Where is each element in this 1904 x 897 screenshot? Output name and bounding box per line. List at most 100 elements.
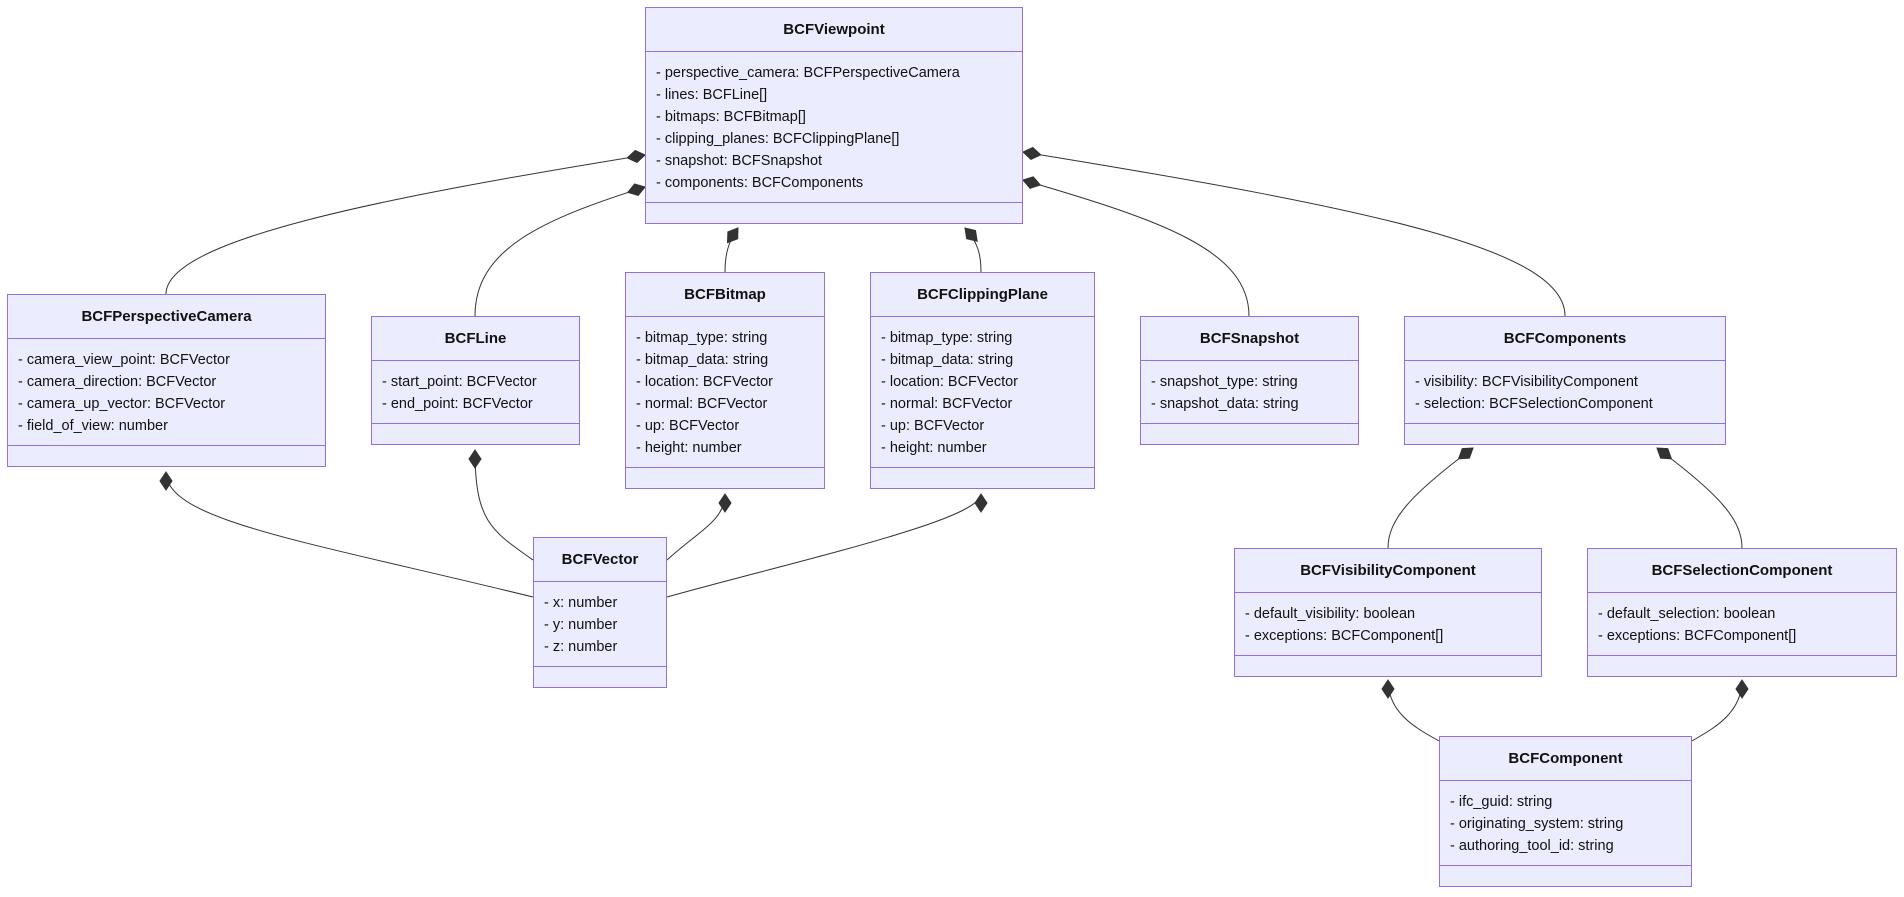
class-name: BCFVisibilityComponent <box>1235 549 1541 593</box>
relation-line <box>1387 447 1474 549</box>
composition-components-visibility-component <box>1387 447 1474 549</box>
relation-line <box>1387 679 1440 742</box>
attribute: - exceptions: BCFComponent[] <box>1598 628 1797 644</box>
attribute: - lines: BCFLine[] <box>656 87 768 103</box>
composition-clipping-plane-vector <box>666 493 988 598</box>
composition-visibility-component-component <box>1381 679 1440 742</box>
attribute-compartment: - ifc_guid: string- originating_system: … <box>1440 781 1691 866</box>
attribute: - snapshot: BCFSnapshot <box>656 153 823 169</box>
attribute: - snapshot_data: string <box>1151 396 1299 412</box>
relation-line <box>666 493 982 598</box>
method-compartment <box>372 424 579 444</box>
method-compartment <box>1588 656 1896 676</box>
attribute: - x: number <box>544 595 618 611</box>
class-box-selection-component: BCFSelectionComponent- default_selection… <box>1587 548 1897 677</box>
method-compartment <box>1141 424 1358 444</box>
relation-line <box>1022 151 1566 317</box>
attribute: - components: BCFComponents <box>656 175 864 191</box>
composition-diamond <box>718 493 732 513</box>
attribute: - exceptions: BCFComponent[] <box>1245 628 1444 644</box>
method-compartment <box>1440 866 1691 886</box>
composition-components-selection-component <box>1656 447 1743 549</box>
attribute-compartment: - x: number- y: number- z: number <box>534 582 666 667</box>
attribute: - camera_up_vector: BCFVector <box>18 396 226 412</box>
relation-line <box>1691 679 1743 742</box>
composition-perspective-camera-vector <box>159 471 534 598</box>
composition-viewpoint-bitmap <box>724 227 739 273</box>
attribute: - bitmap_type: string <box>881 330 1013 346</box>
attribute: - bitmap_data: string <box>636 352 769 368</box>
composition-viewpoint-perspective-camera <box>165 149 646 295</box>
attribute: - authoring_tool_id: string <box>1450 838 1614 854</box>
attribute: - default_selection: boolean <box>1598 606 1776 622</box>
composition-diamond <box>1656 447 1673 460</box>
attribute-compartment: - bitmap_type: string - bitmap_data: stri… <box>871 317 1094 468</box>
attribute-compartment: - visibility: BCFVisibilityComponent - se… <box>1405 361 1725 424</box>
composition-diamond <box>626 183 646 196</box>
method-compartment <box>534 667 666 687</box>
composition-diamond <box>1381 679 1395 699</box>
attribute: - height: number <box>636 440 742 456</box>
class-name: BCFSnapshot <box>1141 317 1358 361</box>
attribute: - camera_direction: BCFVector <box>18 374 217 390</box>
attribute: - normal: BCFVector <box>636 396 768 412</box>
composition-diamond <box>1457 447 1474 460</box>
attribute: - up: BCFVector <box>881 418 985 434</box>
attribute-compartment: - perspective_camera: BCFPerspectiveCame… <box>646 52 1022 203</box>
attribute-compartment: - bitmap_type: string- bitmap_data: stri… <box>626 317 824 468</box>
composition-diamond <box>1022 146 1042 160</box>
relation-line <box>165 154 646 295</box>
class-name: BCFSelectionComponent <box>1588 549 1896 593</box>
composition-line-vector <box>468 449 534 561</box>
attribute: - bitmaps: BCFBitmap[] <box>656 109 806 125</box>
attribute: - end_point: BCFVector <box>382 396 533 412</box>
relation-line <box>1022 179 1250 317</box>
class-box-visibility-component: BCFVisibilityComponent- default_visibili… <box>1234 548 1542 677</box>
composition-diamond <box>1022 176 1042 189</box>
class-name: BCFLine <box>372 317 579 361</box>
relation-line <box>666 493 726 561</box>
relation-line <box>165 471 534 598</box>
class-name: BCFComponents <box>1405 317 1725 361</box>
composition-selection-component-component <box>1691 679 1749 742</box>
composition-viewpoint-components <box>1022 146 1566 317</box>
method-compartment <box>1405 424 1725 444</box>
attribute-compartment: - snapshot_type: string - snapshot_data: … <box>1141 361 1358 424</box>
composition-bitmap-vector <box>666 493 732 561</box>
composition-diamond <box>159 471 173 491</box>
composition-diamond <box>726 227 739 244</box>
attribute-compartment: - default_selection: boolean - exceptions… <box>1588 593 1896 656</box>
class-box-clipping-plane: BCFClippingPlane- bitmap_type: string- b… <box>870 272 1095 489</box>
attribute: - visibility: BCFVisibilityComponent <box>1415 374 1638 390</box>
attribute-compartment: - camera_view_point: BCFVector- camera_d… <box>8 339 325 446</box>
class-box-perspective-camera: BCFPerspectiveCamera- camera_view_point:… <box>7 294 326 467</box>
attribute: - ifc_guid: string <box>1450 794 1553 810</box>
method-compartment <box>871 468 1094 488</box>
attribute: - snapshot_type: string <box>1151 374 1298 390</box>
relation-line <box>474 186 646 317</box>
attribute: - location: BCFVector <box>881 374 1018 390</box>
class-box-viewpoint: BCFViewpoint- perspective_camera: BCFPer… <box>645 7 1023 224</box>
class-box-bitmap: BCFBitmap- bitmap_type: string- bitmap_d… <box>625 272 825 489</box>
attribute: - up: BCFVector <box>636 418 740 434</box>
composition-diamond <box>974 493 988 513</box>
method-compartment <box>646 203 1022 223</box>
method-compartment <box>626 468 824 488</box>
relation-line <box>1656 447 1743 549</box>
class-name: BCFComponent <box>1440 737 1691 781</box>
relation-line <box>474 449 534 561</box>
class-name: BCFClippingPlane <box>871 273 1094 317</box>
attribute: - normal: BCFVector <box>881 396 1013 412</box>
attribute: - location: BCFVector <box>636 374 773 390</box>
attribute: - field_of_view: number <box>18 418 168 434</box>
composition-diamond <box>626 149 646 163</box>
attribute: - selection: BCFSelectionComponent <box>1415 396 1653 412</box>
composition-viewpoint-line <box>474 183 646 317</box>
attribute-compartment: - start_point: BCFVector- end_point: BCF… <box>372 361 579 424</box>
composition-diamond <box>1735 679 1749 699</box>
class-box-component: BCFComponent- ifc_guid: string- originat… <box>1439 736 1692 887</box>
composition-diamond <box>964 227 978 242</box>
attribute: - bitmap_data: string <box>881 352 1014 368</box>
class-name: BCFPerspectiveCamera <box>8 295 325 339</box>
